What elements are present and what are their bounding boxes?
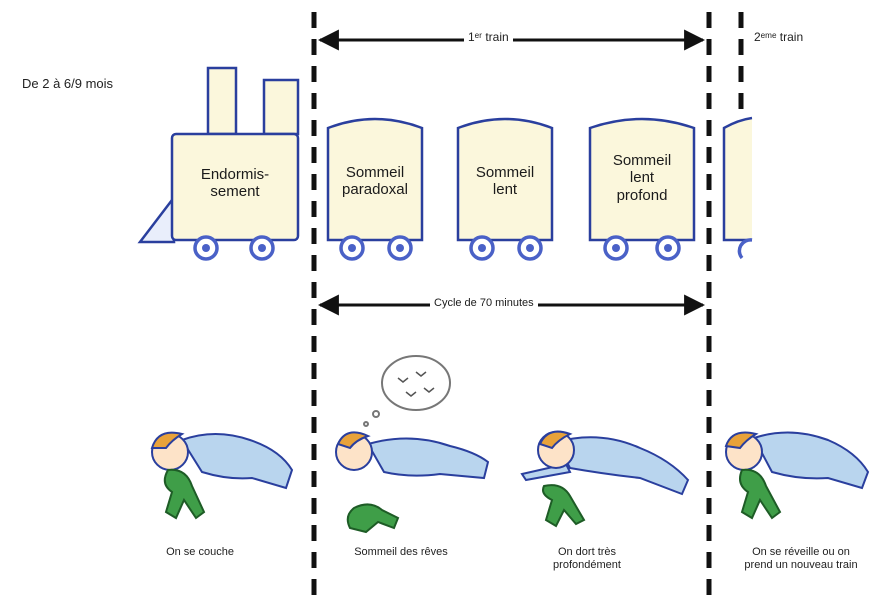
wheels bbox=[193, 235, 753, 261]
wheel bbox=[339, 235, 365, 261]
pajamas bbox=[554, 436, 690, 496]
wheel bbox=[517, 235, 543, 261]
caption-sommeil-des-reves: Sommeil des rêves bbox=[354, 546, 448, 558]
wagon-3-body bbox=[588, 117, 696, 242]
wagon-label-endormissement: Endormis- sement bbox=[200, 166, 270, 201]
wagon-1-body bbox=[326, 117, 424, 242]
baby-hair bbox=[724, 431, 759, 450]
dashed-separators bbox=[311, 12, 744, 600]
baby-hair bbox=[538, 430, 573, 450]
frog-toy bbox=[346, 503, 400, 534]
baby-illustration-4 bbox=[724, 431, 870, 520]
locomotive-cab bbox=[262, 78, 300, 136]
wheel bbox=[249, 235, 275, 261]
locomotive-cowcatcher bbox=[137, 196, 176, 244]
caption-on-se-couche: On se couche bbox=[166, 546, 234, 558]
frog-toy bbox=[163, 468, 206, 520]
cycle-label: Cycle de 70 minutes bbox=[430, 297, 538, 310]
dream-dot bbox=[363, 421, 369, 427]
baby-hair bbox=[150, 431, 185, 449]
first-train-label: 1ᵉʳ train bbox=[464, 30, 513, 45]
wagon-2-body bbox=[456, 117, 554, 242]
pajamas bbox=[366, 437, 490, 480]
frog-toy bbox=[542, 484, 586, 528]
wagon-label-sommeil-paradoxal: Sommeil paradoxal bbox=[342, 164, 408, 199]
pajamas bbox=[752, 431, 870, 490]
wheel bbox=[469, 235, 495, 261]
dream-bubble bbox=[381, 355, 451, 411]
baby-illustration-3 bbox=[520, 430, 690, 528]
frog-toy bbox=[739, 468, 782, 520]
caption-on-dort-tres-profondement: On dort très profondément bbox=[553, 546, 621, 571]
baby-illustration-2 bbox=[335, 355, 490, 534]
age-range-label: De 2 à 6/9 mois bbox=[22, 76, 114, 91]
wheel bbox=[387, 235, 413, 261]
wheel bbox=[655, 235, 681, 261]
wheel bbox=[603, 235, 629, 261]
caption-reveil-ou-nouveau-train: On se réveille ou on prend un nouveau tr… bbox=[744, 546, 858, 571]
locomotive-chimney bbox=[206, 66, 238, 136]
wagon-label-sommeil-lent-profond: Sommeil lent profond bbox=[612, 152, 672, 204]
dream-birds bbox=[397, 371, 435, 397]
baby-illustration-1 bbox=[150, 431, 294, 520]
wheel bbox=[193, 235, 219, 261]
locomotive-body bbox=[170, 132, 300, 242]
baby-hair bbox=[336, 431, 371, 450]
wheel bbox=[737, 238, 753, 260]
dream-dot bbox=[372, 410, 380, 418]
wagon-4-partial-body bbox=[722, 116, 753, 242]
wagon-label-sommeil-lent: Sommeil lent bbox=[475, 164, 535, 199]
pajamas bbox=[180, 433, 294, 490]
wagons bbox=[326, 116, 753, 242]
second-train-label: 2ᵉᵐᵉ train bbox=[754, 30, 804, 44]
locomotive bbox=[137, 66, 300, 244]
